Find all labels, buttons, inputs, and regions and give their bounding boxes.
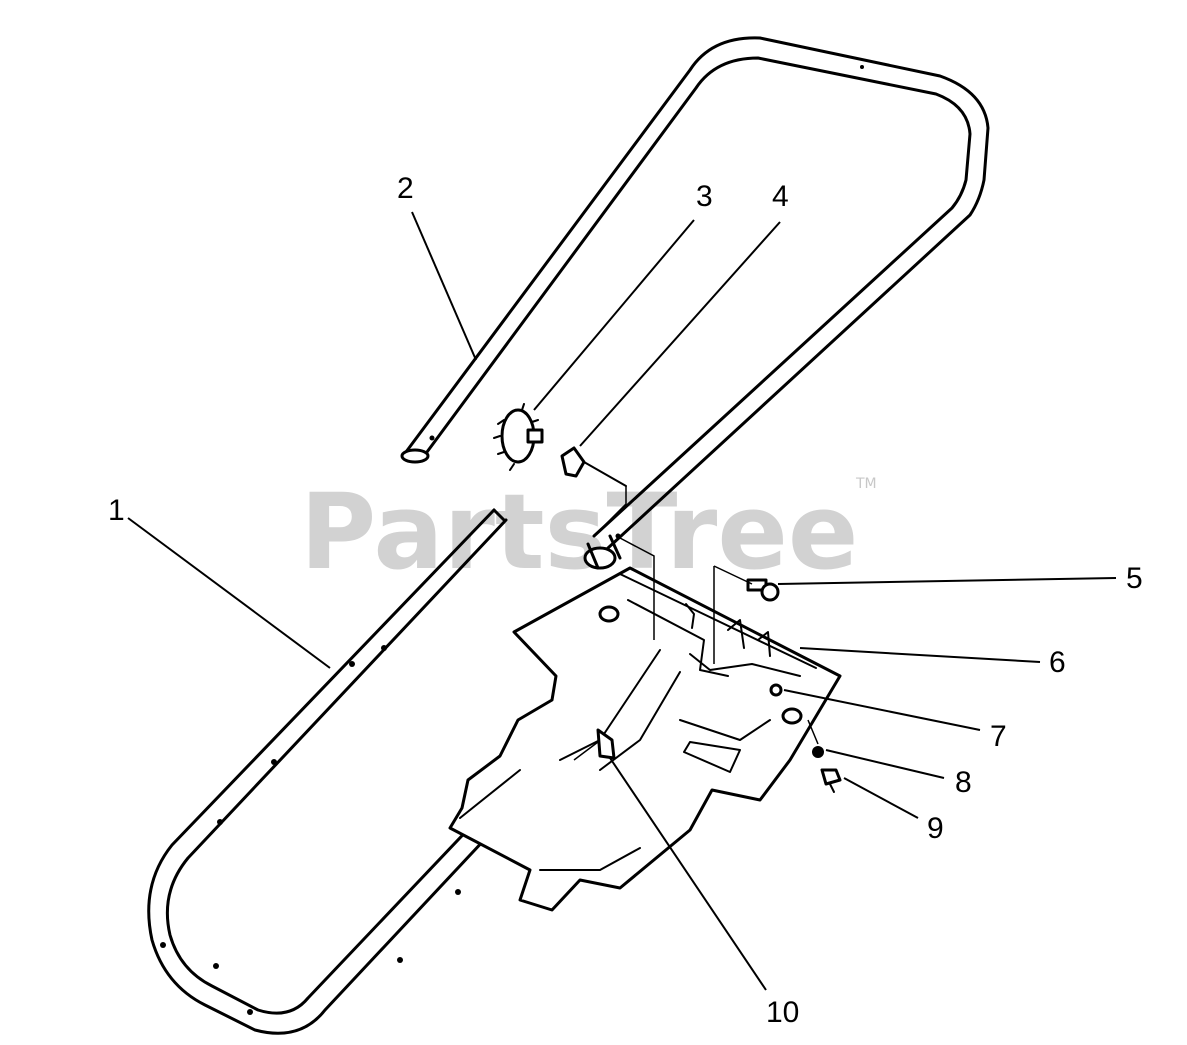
hitch-pin[interactable] [596, 728, 616, 760]
partstree-watermark: PartsTree TM [300, 471, 877, 593]
carriage-bolt[interactable] [560, 446, 627, 487]
callout-9: 9 [927, 812, 944, 845]
callout-4: 4 [772, 180, 789, 213]
leader-8 [825, 749, 945, 779]
screw[interactable] [820, 768, 842, 793]
callout-labels: 1 2 3 4 5 6 7 8 9 10 [108, 172, 1143, 1029]
callout-5: 5 [1126, 562, 1143, 595]
leader-1 [127, 517, 331, 669]
callout-10: 10 [766, 996, 799, 1029]
leader-2 [411, 211, 477, 361]
handle-knob[interactable] [493, 403, 544, 471]
callout-7: 7 [990, 720, 1007, 753]
callout-2: 2 [397, 172, 414, 205]
leader-5 [777, 577, 1117, 585]
callout-1: 1 [108, 494, 125, 527]
assembly-guides [573, 486, 819, 761]
callout-3: 3 [696, 180, 713, 213]
leader-lines [127, 211, 1117, 991]
callout-6: 6 [1049, 646, 1066, 679]
callout-8: 8 [955, 766, 972, 799]
leader-4 [579, 221, 781, 447]
upper-handle[interactable] [400, 36, 990, 570]
leader-6 [799, 647, 1041, 663]
watermark-trademark: TM [855, 476, 877, 492]
leader-7 [783, 689, 981, 731]
bolt[interactable] [746, 578, 780, 602]
lower-handle[interactable] [147, 508, 692, 1035]
leader-9 [843, 777, 919, 819]
handle-bracket[interactable] [448, 566, 842, 912]
washer[interactable] [812, 746, 824, 758]
nut[interactable] [769, 683, 783, 697]
watermark-text: PartsTree [300, 471, 858, 593]
leader-3 [533, 219, 695, 411]
leader-10 [609, 757, 767, 991]
